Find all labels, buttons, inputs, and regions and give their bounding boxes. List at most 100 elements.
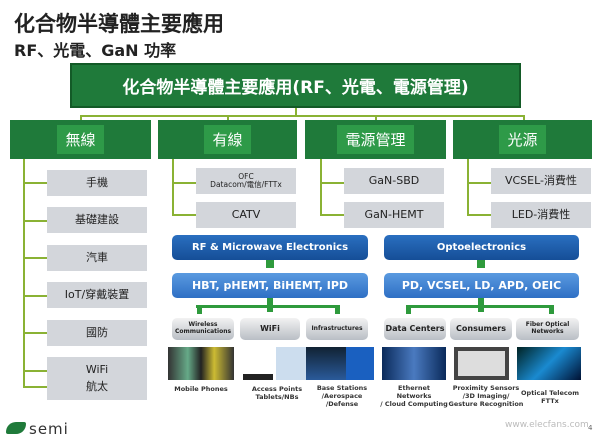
category-label: 有線 [204, 125, 251, 154]
caption-line: FTTx [541, 397, 559, 406]
caption-line: Optical Telecom [521, 389, 579, 397]
tablet-image [276, 347, 306, 380]
caption-line: Networks [396, 392, 432, 401]
connector [467, 159, 469, 215]
arrow-down-icon [406, 305, 411, 314]
connector [467, 214, 491, 216]
connector [172, 159, 174, 215]
list-item: GaN-SBD [344, 168, 444, 194]
connector [172, 182, 196, 184]
app-line: Communications [174, 328, 232, 335]
watermark: www.elecfans.com [505, 420, 589, 430]
connector [320, 159, 322, 215]
connector [23, 332, 47, 334]
list-item: CATV [196, 202, 296, 228]
caption-line: Base Stations [316, 384, 368, 392]
list-item: 手機 [47, 170, 147, 196]
item-line: OFC [238, 171, 254, 181]
connector [523, 115, 525, 121]
semi-logo-text: semi [29, 420, 69, 438]
connector [295, 108, 297, 116]
connector [23, 386, 47, 388]
arrow-down-icon [267, 298, 273, 312]
category-label: 光源 [499, 125, 546, 154]
arrow-down-icon [266, 260, 274, 268]
connector [320, 182, 344, 184]
caption-line: /Defense [325, 400, 359, 409]
list-item: 基礎建設 [47, 207, 147, 233]
connector [375, 115, 377, 121]
rf-devices: HBT, pHEMT, BiHEMT, IPD [172, 273, 368, 298]
app-infrastructures: Infrastructures [306, 318, 368, 340]
list-item: 汽車 [47, 245, 147, 271]
app-consumers: Consumers [450, 318, 512, 340]
caption-line: Proximity Sensors [452, 384, 520, 392]
caption: Base Stations/Aerospace/Defense [302, 384, 382, 408]
connector [467, 182, 491, 184]
item-line: Datacom/電信/FTTx [210, 180, 282, 189]
arrow-down-icon [197, 305, 202, 314]
connector [320, 214, 344, 216]
arrow-down-icon [335, 305, 340, 314]
arrow-down-icon [477, 260, 485, 268]
list-item: 國防 [47, 320, 147, 346]
caption: Proximity Sensors/3D Imaging/Gesture Rec… [446, 384, 526, 408]
connector [23, 295, 47, 297]
mobile-phones-image [168, 347, 234, 380]
list-item: IoT/穿戴裝置 [47, 282, 147, 308]
category-wireless: 無線 [10, 120, 151, 159]
satellite-image [306, 347, 346, 380]
datacenter-image [382, 347, 446, 380]
semi-logo-icon [6, 422, 26, 434]
root-node: 化合物半導體主要應用(RF、光電、電源管理) [70, 63, 521, 108]
opto-header: Optoelectronics [384, 235, 579, 260]
connector [80, 115, 525, 117]
category-power: 電源管理 [305, 120, 446, 159]
caption-line: Gesture Recognition [448, 400, 524, 409]
connector [23, 182, 47, 184]
caption-line: Access Points [251, 385, 303, 393]
connector [172, 214, 196, 216]
rf-header: RF & Microwave Electronics [172, 235, 368, 260]
caption-line: Ethernet [398, 384, 430, 392]
opto-devices: PD, VCSEL, LD, APD, OEIC [384, 273, 579, 298]
caption-line: Tablets/NBs [255, 393, 299, 402]
category-label: 電源管理 [337, 125, 414, 154]
caption-line: / Cloud Computing [380, 400, 448, 409]
connector [227, 115, 229, 121]
app-line: Networks [531, 328, 564, 335]
tower-image [346, 347, 374, 380]
app-wifi: WiFi [240, 318, 300, 340]
caption-line: /Aerospace [321, 392, 363, 401]
category-light: 光源 [453, 120, 592, 159]
arrow-down-icon [478, 298, 484, 312]
app-line: Fiber Optical [525, 321, 570, 329]
slide-title: 化合物半導體主要應用 [14, 12, 224, 36]
connector [23, 220, 47, 222]
page-number: 4 [588, 424, 593, 432]
connector [80, 115, 82, 121]
connector [23, 370, 47, 372]
list-item: GaN-HEMT [344, 202, 444, 228]
arrow-down-icon [549, 305, 554, 314]
router-image [243, 347, 273, 380]
monitor-image [454, 347, 509, 380]
connector [23, 159, 25, 387]
category-wired: 有線 [158, 120, 297, 159]
category-label: 無線 [57, 125, 104, 154]
slide-subtitle: RF、光電、GaN 功率 [14, 41, 177, 60]
app-data-centers: Data Centers [384, 318, 446, 340]
list-item: VCSEL-消費性 [491, 168, 591, 194]
app-line: Wireless [188, 321, 218, 329]
connector [23, 257, 47, 259]
caption-line: /3D Imaging/ [462, 392, 510, 401]
fiber-image [517, 347, 581, 380]
caption: Mobile Phones [174, 385, 228, 393]
list-item: 航太 [47, 374, 147, 400]
